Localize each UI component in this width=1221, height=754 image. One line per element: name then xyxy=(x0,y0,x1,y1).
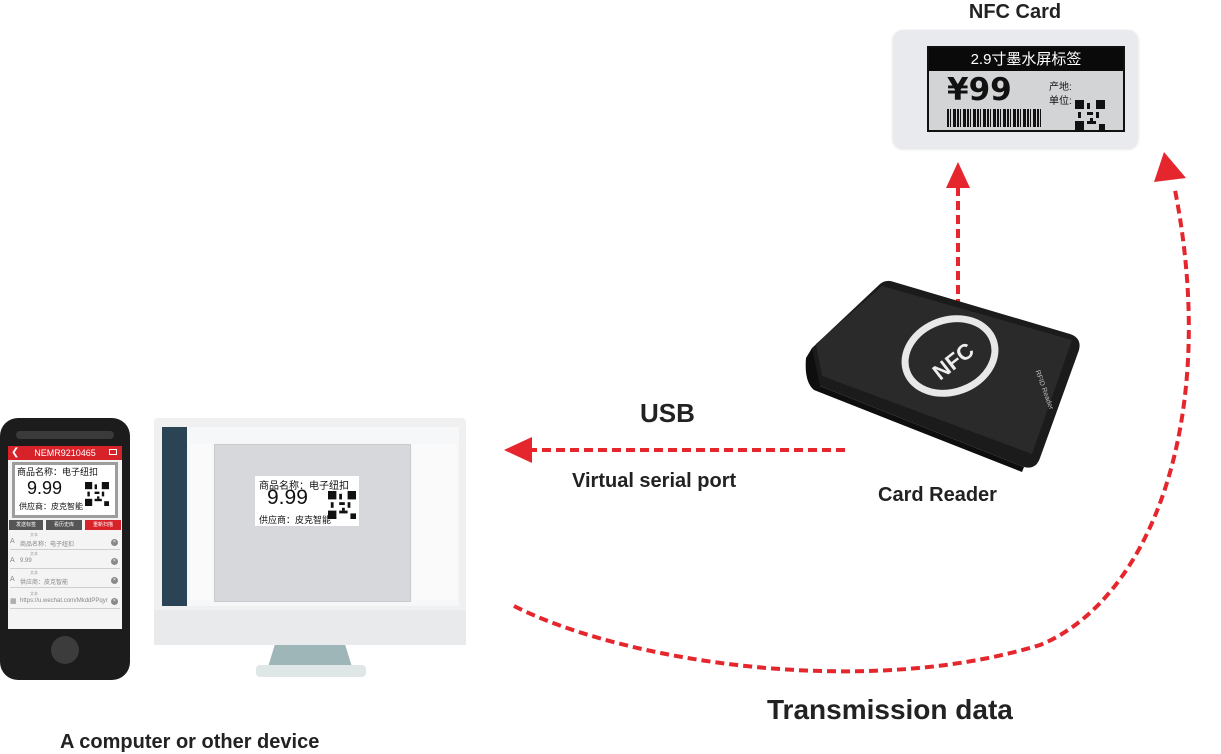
monitor-stand-base xyxy=(256,665,366,677)
monitor-price-tag: 商品名称：电子纽扣 9.99 供应商：皮克智能 xyxy=(255,476,359,526)
monitor-tag-supplier: 供应商：皮克智能 xyxy=(259,515,332,525)
card-reader-label: Card Reader xyxy=(878,484,997,506)
monitor-chin xyxy=(154,610,466,645)
epaper-label: 2.9寸墨水屏标签 ¥99 产地: 单位: xyxy=(927,46,1125,132)
monitor-stand-neck xyxy=(268,645,352,667)
epaper-header: 2.9寸墨水屏标签 xyxy=(929,48,1123,71)
field-label: 文本 xyxy=(30,591,38,597)
app-sidebar xyxy=(162,427,187,606)
transmission-curve xyxy=(513,189,1191,674)
app-right-panel xyxy=(413,444,457,600)
epaper-unit: 单位: xyxy=(1049,96,1072,107)
phone-speaker xyxy=(16,431,114,439)
text-icon: A xyxy=(10,557,15,564)
phone-app-header: ❮ NEMR9210465 xyxy=(8,446,122,460)
app-left-panel xyxy=(190,444,212,600)
transmission-arrowhead xyxy=(1154,152,1186,182)
phone-field-title[interactable]: 文本 A 商品名称：电子纽扣 × xyxy=(10,532,120,550)
phone-price-tag: 商品名称：电子纽扣 9.99 供应商：皮克智能 xyxy=(15,465,115,515)
history-button[interactable]: 看历史库 xyxy=(46,520,82,530)
clear-icon[interactable]: × xyxy=(111,558,118,565)
field-value: 商品名称：电子纽扣 xyxy=(20,542,75,548)
rescan-button[interactable]: 重新扫描 xyxy=(85,520,121,530)
usb-label: USB xyxy=(640,398,695,428)
send-tag-button[interactable]: 发送标签 xyxy=(9,520,43,530)
text-icon: A xyxy=(10,576,15,583)
qr-icon: ▦ xyxy=(10,598,17,605)
virtual-serial-port-label: Virtual serial port xyxy=(572,470,737,492)
monitor-tag-title: 商品名称：电子纽扣 xyxy=(259,481,349,492)
phone-tag-price: 9.99 xyxy=(27,478,63,498)
phone-field-price[interactable]: 文本 A 9.99 × xyxy=(10,551,120,569)
field-label: 文本 xyxy=(30,532,38,538)
clear-icon[interactable]: × xyxy=(111,598,118,605)
epaper-origin: 产地: xyxy=(1049,82,1072,93)
field-value: 9.99 xyxy=(20,558,32,564)
qr-code-icon xyxy=(1075,100,1105,130)
phone-field-supplier[interactable]: 文本 A 供应商：皮克智能 × xyxy=(10,570,120,588)
field-value: 供应商：皮克智能 xyxy=(20,580,69,586)
field-label: 文本 xyxy=(30,551,38,557)
field-value: https://u.wechat.com/MkddPPqyr xyxy=(20,598,108,604)
text-icon: A xyxy=(10,538,15,545)
phone-header-title: NEMR9210465 xyxy=(34,448,96,458)
transmission-data-label: Transmission data xyxy=(767,694,1013,725)
clear-icon[interactable]: × xyxy=(111,539,118,546)
phone-home-button[interactable] xyxy=(51,636,79,664)
qr-code-icon xyxy=(85,482,109,506)
usb-arrowhead xyxy=(504,437,532,463)
nfc-card-title: NFC Card xyxy=(968,1,1062,23)
phone-tag-supplier: 供应商：皮克智能 xyxy=(19,502,83,511)
monitor-tag-price: 9.99 xyxy=(267,486,308,509)
epaper-price: ¥99 xyxy=(947,72,1012,108)
reader-to-card-arrowhead xyxy=(946,162,970,188)
card-reader-device: NFC RFID Reader xyxy=(805,280,1080,472)
phone-tag-title: 商品名称：电子纽扣 xyxy=(17,467,99,477)
qr-code-icon xyxy=(328,491,356,519)
clear-icon[interactable]: × xyxy=(111,577,118,584)
book-icon[interactable] xyxy=(109,449,117,455)
device-label: A computer or other device xyxy=(60,731,320,753)
barcode-icon xyxy=(947,109,1043,127)
phone-field-url[interactable]: 文本 ▦ https://u.wechat.com/MkddPPqyr × xyxy=(10,591,120,609)
field-label: 文本 xyxy=(30,570,38,576)
back-icon[interactable]: ❮ xyxy=(11,447,20,458)
